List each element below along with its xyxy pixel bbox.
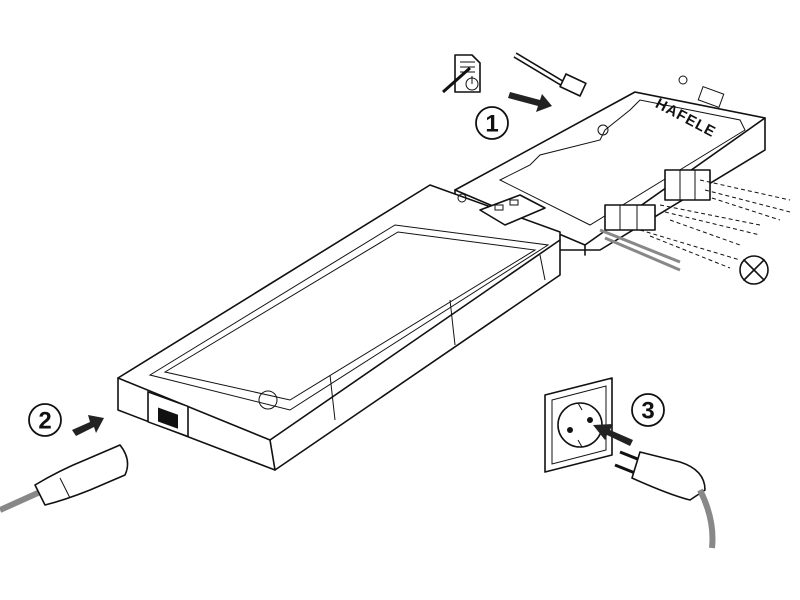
step-2-badge: 2 [28, 403, 62, 437]
svg-text:3: 3 [641, 398, 654, 425]
insert-arrow-2 [72, 415, 104, 436]
manual-screwdriver-power-icon [442, 54, 481, 94]
iec-inlet [147, 391, 189, 438]
power-supply-box [117, 184, 561, 471]
euro-plug-icon [614, 450, 716, 549]
svg-text:1: 1 [485, 111, 498, 138]
lamp-symbol-icon [739, 255, 769, 285]
step-3-badge: 3 [631, 393, 665, 427]
led-wires [639, 179, 791, 269]
svg-text:2: 2 [38, 408, 51, 435]
step-1-badge: 1 [475, 106, 509, 140]
insert-arrow-1 [508, 92, 552, 112]
wall-socket-icon [544, 377, 613, 473]
terminal-blocks [604, 169, 711, 231]
grey-cable [599, 228, 681, 272]
insert-arrow-3 [593, 424, 633, 446]
connector-plug-icon [513, 52, 587, 97]
iec-c7-plug-icon [0, 444, 129, 513]
dip-switch-panel [479, 194, 546, 226]
